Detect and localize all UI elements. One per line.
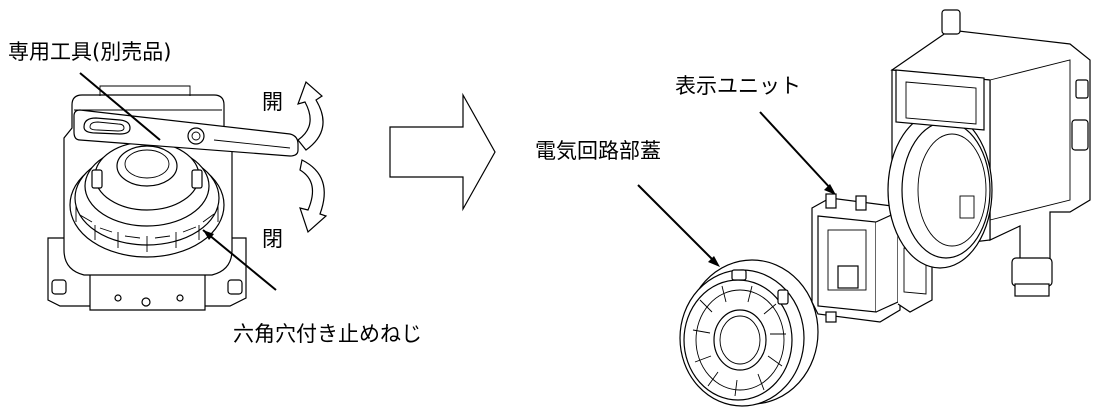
label-hex-socket-set-screw: 六角穴付き止めねじ: [233, 322, 422, 346]
leader-line-setscrew: [202, 229, 277, 291]
leader-line-tool: [79, 72, 161, 141]
transition-arrow-icon: [389, 92, 496, 212]
leader-line-cover: [637, 184, 716, 263]
label-display-unit: 表示ユニット: [675, 74, 801, 98]
label-electric-circuit-cover: 電気回路部蓋: [535, 139, 661, 163]
label-close: 閉: [262, 227, 283, 251]
label-open: 開: [262, 90, 283, 114]
electric-circuit-cover: [679, 259, 819, 407]
label-special-tool: 専用工具(別売品): [8, 40, 172, 64]
transmitter-housing: [887, 9, 1091, 297]
transmitter-front-view: [47, 85, 299, 311]
display-unit: [811, 193, 933, 323]
leader-line-display-unit: [759, 111, 833, 191]
rotate-open-arrow-icon: [297, 80, 324, 151]
rotate-close-arrow-icon: [299, 159, 328, 234]
